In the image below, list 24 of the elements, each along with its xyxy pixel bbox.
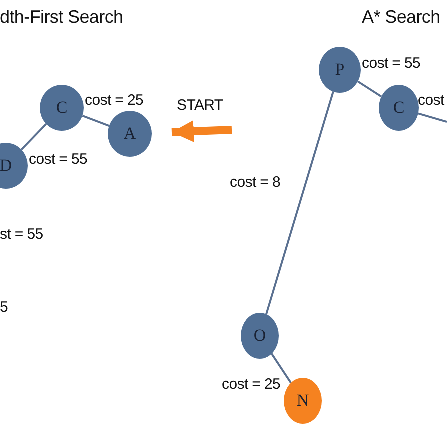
connector-line [266,92,334,315]
heading: dth-First Search [0,7,124,28]
node-circle: A [108,111,152,157]
text-label: 5 [0,299,8,316]
connector-line [418,112,447,123]
node-circle: O [241,313,279,359]
text-label: st = 55 [0,226,44,243]
heading: A* Search [362,7,440,28]
node-circle: N [284,378,322,424]
connector-line [20,124,48,150]
cost-label: cost = 55 [362,55,421,72]
cost-label: cost [418,92,444,109]
connector-line [82,114,110,128]
node-circle: P [319,47,361,93]
connector-line [358,80,382,98]
node-circle: C [40,85,84,131]
text-label: START [177,97,224,114]
node-circle: D [0,143,28,189]
arrow [172,120,232,142]
node-circle: C [379,85,419,131]
connector-line [271,353,292,384]
cost-label: cost = 25 [85,92,144,109]
cost-label: cost = 25 [222,376,281,393]
cost-label: cost = 55 [29,151,88,168]
